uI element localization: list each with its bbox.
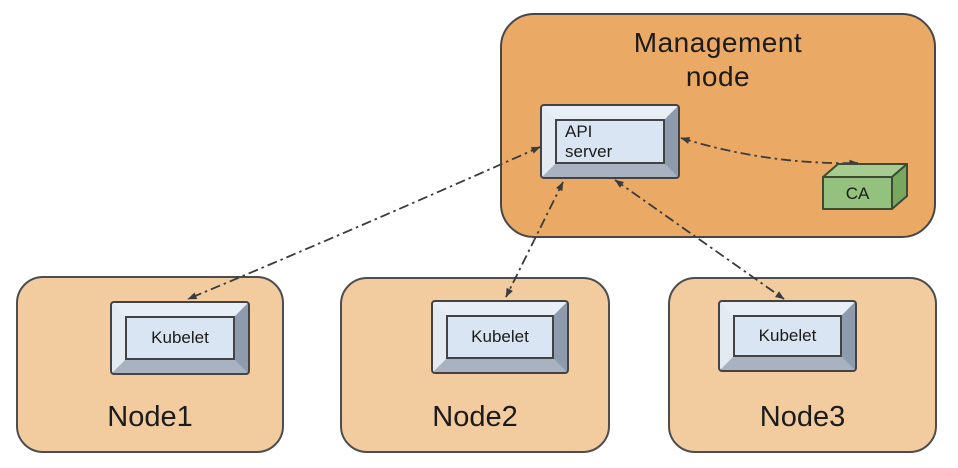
ca-3d-box [822, 163, 908, 210]
api-server-label: API server [565, 121, 613, 161]
management-node-title: Management node [633, 27, 803, 92]
node1-label: Node1 [107, 401, 193, 433]
arrow-api-kubelet2 [505, 181, 564, 298]
api-server-box: API server [540, 104, 680, 179]
kubelet-box-node3: Kubelet [718, 300, 857, 372]
arrow-api-kubelet3 [614, 179, 785, 300]
node2-label: Node2 [432, 401, 518, 433]
kubelet-box-node1: Kubelet [110, 301, 250, 375]
node3-label: Node3 [759, 401, 846, 433]
arrow-api-ca [680, 137, 859, 167]
kubelet-box-node2: Kubelet [431, 300, 569, 374]
ca-label: CA [845, 183, 870, 203]
arrow-api-kubelet1 [187, 146, 541, 300]
ca-front-face [822, 176, 893, 210]
kubelet-label-node2: Kubelet [471, 327, 529, 346]
kubelet-label-node1: Kubelet [151, 328, 209, 347]
kubelet-label-node3: Kubelet [758, 326, 817, 345]
